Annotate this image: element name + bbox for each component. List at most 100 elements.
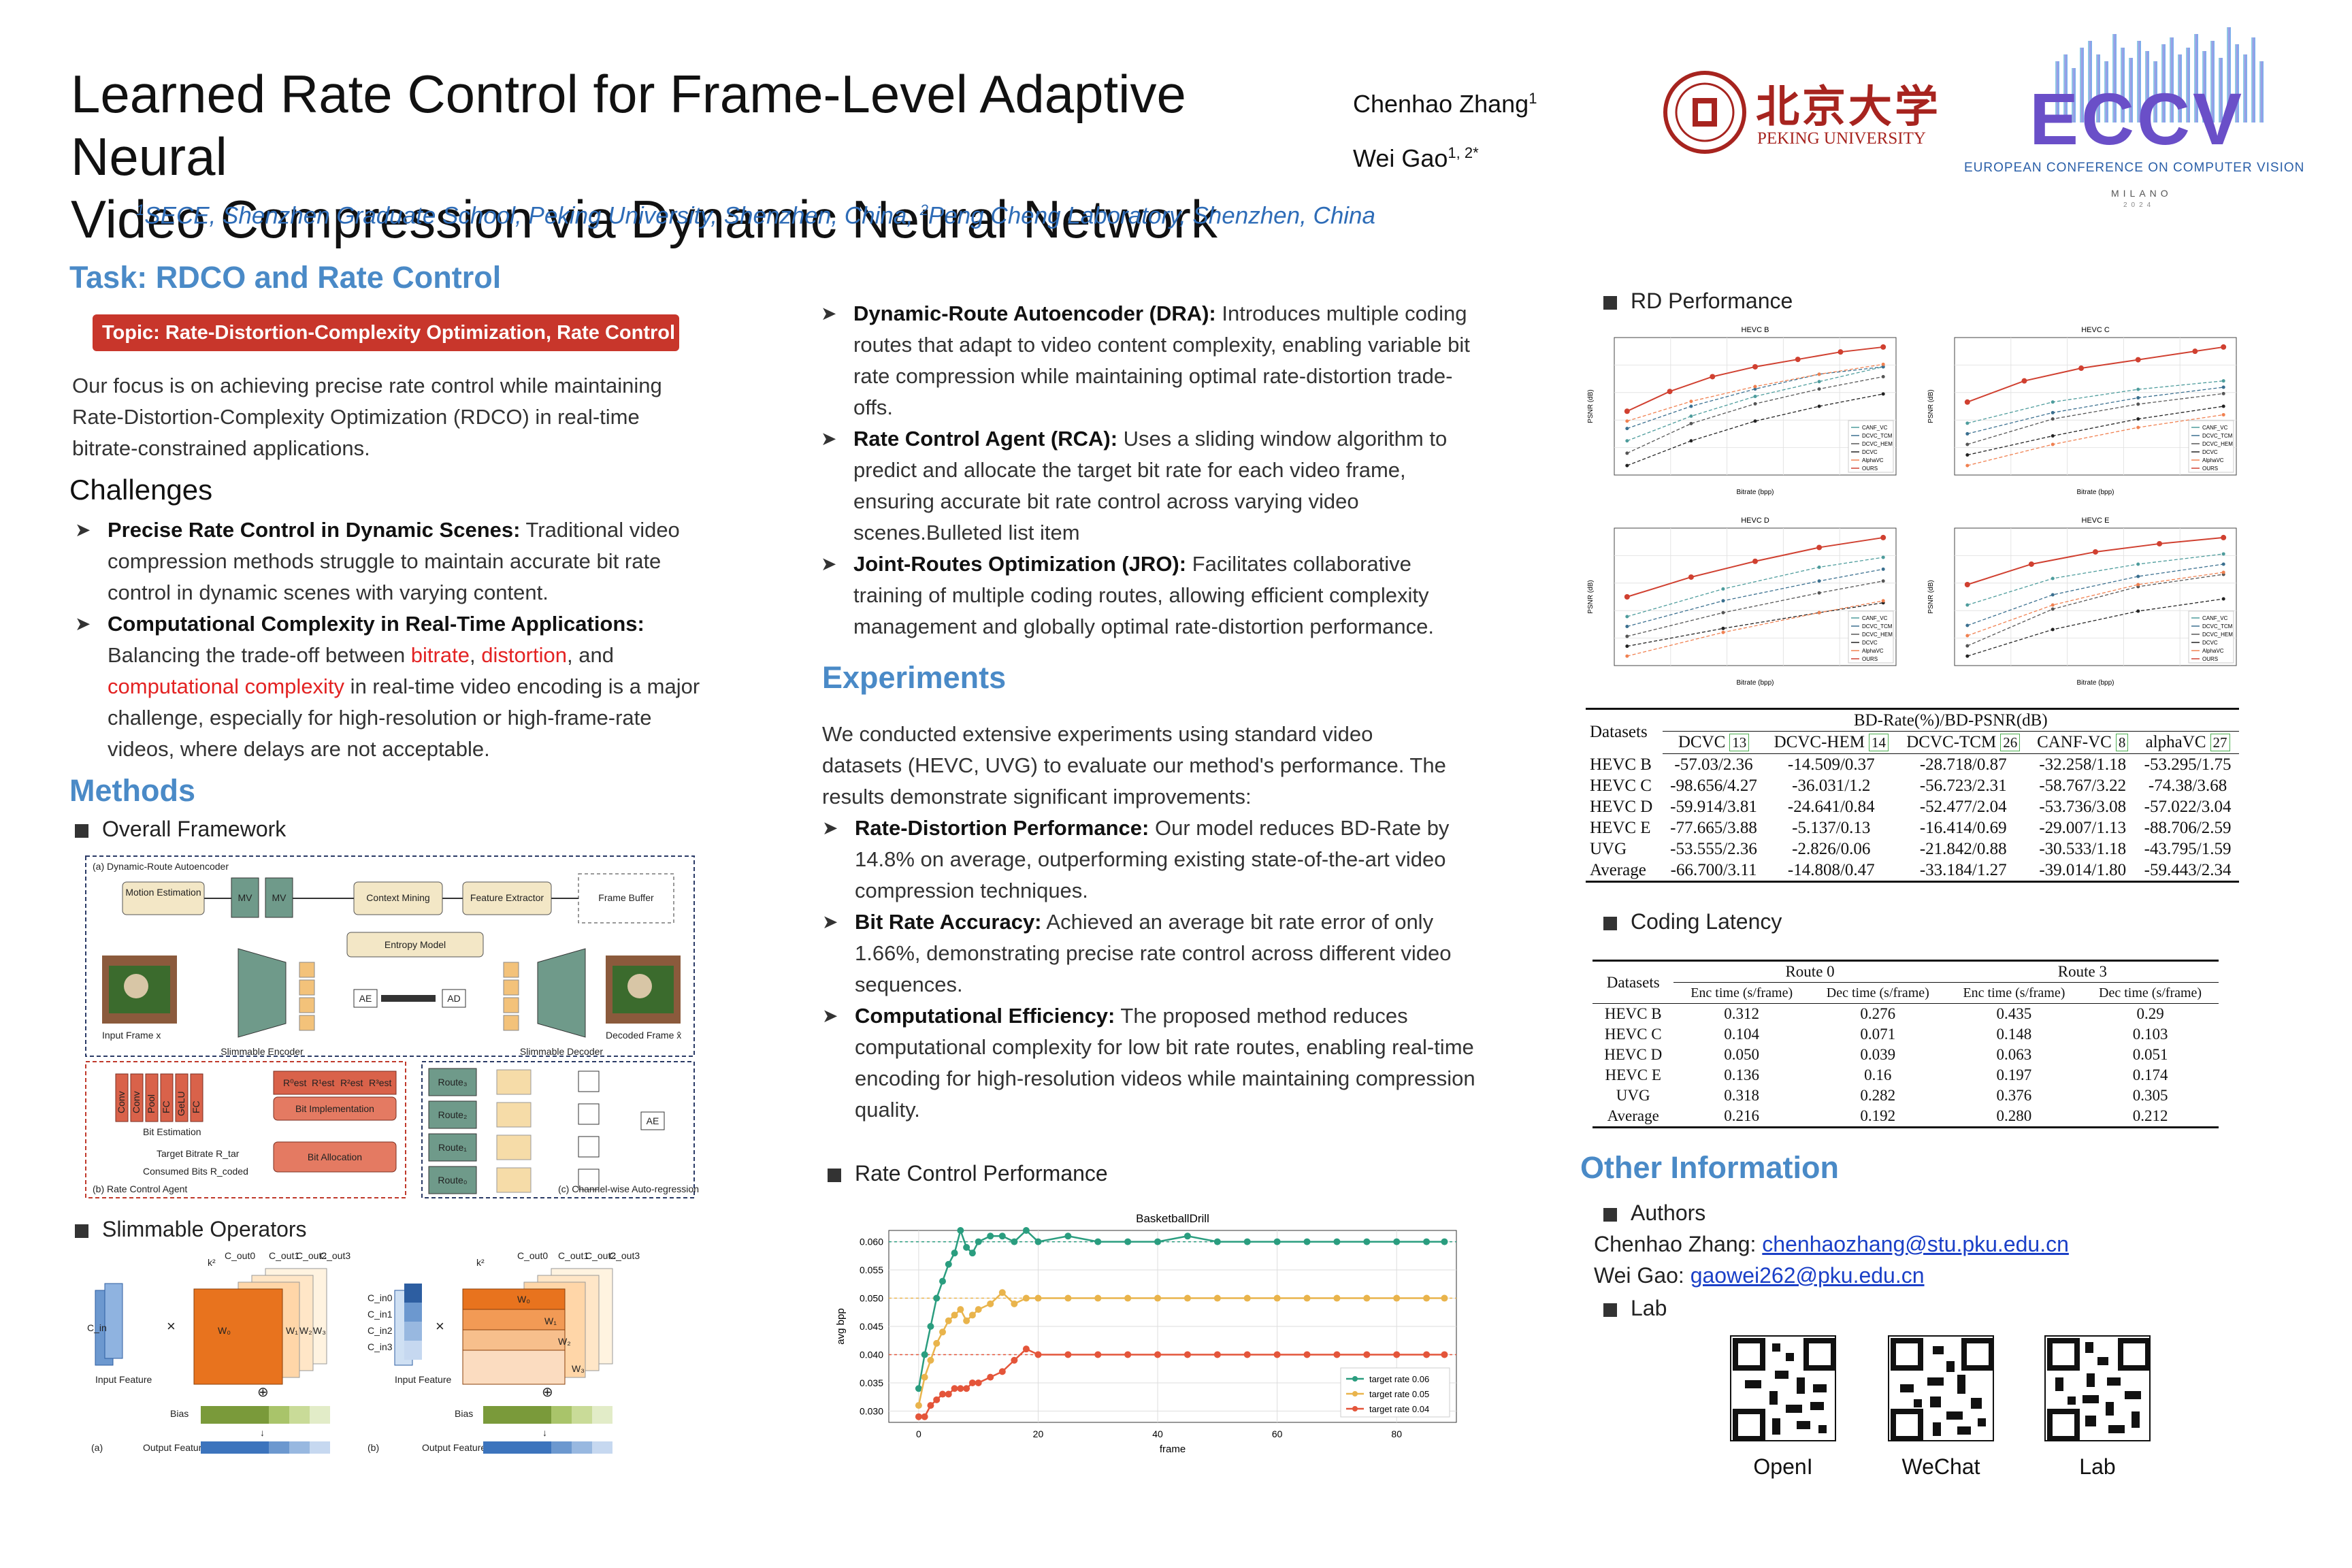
input-frame-label: Input Frame x xyxy=(102,1030,161,1041)
slim-a-cout1: C_out1 xyxy=(269,1250,299,1261)
author-1-email-link[interactable]: chenhaozhang@stu.pku.edu.cn xyxy=(1762,1232,2069,1256)
bd-cell: -2.826/0.06 xyxy=(1792,840,1871,858)
bd-col-ref[interactable]: 26 xyxy=(2000,734,2021,751)
slim-b-input: Input Feature xyxy=(395,1374,451,1385)
rd-data-point xyxy=(1965,654,1970,658)
qr-wechat[interactable]: WeChat xyxy=(1888,1335,2009,1480)
arrow-bullet-icon: ➤ xyxy=(821,553,837,574)
bd-cell: -21.842/0.88 xyxy=(1919,840,2007,858)
caa-title: (c) Channel-wise Auto-regression xyxy=(558,1183,699,1194)
rd-data-point xyxy=(2136,396,2140,400)
rd-data-point xyxy=(2136,583,2140,587)
rd-x-axis-label: Bitrate (bpp) xyxy=(1736,489,1774,496)
rd-data-point xyxy=(1881,365,1885,369)
data-point xyxy=(939,1328,947,1336)
qr-wechat-label: WeChat xyxy=(1901,1454,1980,1479)
rd-data-point xyxy=(2051,603,2055,607)
bd-cell: -53.555/2.36 xyxy=(1670,840,1757,858)
data-point xyxy=(998,1289,1006,1296)
challenge-1-text: Traditional video compression methods st… xyxy=(108,518,680,604)
rd-legend-label: DCVC_HEM xyxy=(2202,632,2233,638)
rd-data-point xyxy=(1625,654,1629,658)
data-point xyxy=(957,1306,964,1313)
slim-a-w0: W₀ xyxy=(218,1325,231,1336)
square-bullet-icon xyxy=(1603,1207,1617,1222)
bd-col-ref[interactable]: 8 xyxy=(2115,734,2129,751)
arrow-bullet-icon: ➤ xyxy=(821,428,837,449)
qr-openi[interactable]: OpenI xyxy=(1730,1335,1851,1480)
data-point xyxy=(957,1385,964,1392)
data-point xyxy=(1243,1294,1251,1302)
rd-series-line xyxy=(1627,568,1884,627)
rd-result-item: ➤Rate-Distortion Performance: Our model … xyxy=(822,813,1475,906)
slim-a-plus: ⊕ xyxy=(257,1385,269,1400)
bd-col-ref[interactable]: 27 xyxy=(2210,734,2230,751)
y-tick-label: 0.040 xyxy=(860,1349,883,1360)
slim-b-arrow: ↓ xyxy=(542,1427,547,1438)
data-point xyxy=(1124,1294,1132,1302)
data-point xyxy=(1183,1232,1191,1240)
rd-legend-label: AlphaVC xyxy=(1862,457,1884,463)
topic-badge: Topic: Rate-Distortion-Complexity Optimi… xyxy=(93,314,679,351)
decoded-frame-label: Decoded Frame x̂ xyxy=(606,1030,681,1041)
table-row: UVG-53.555/2.36-2.826/0.06-21.842/0.88-3… xyxy=(1586,838,2239,860)
legend-label: target rate 0.04 xyxy=(1369,1404,1429,1414)
data-point xyxy=(921,1351,928,1358)
rd-data-point xyxy=(2078,365,2085,372)
arrow-bullet-icon: ➤ xyxy=(75,613,91,634)
lat-dec3-header: Dec time (s/frame) xyxy=(2099,985,2202,1000)
rd-data-point xyxy=(1881,392,1885,396)
bd-datasets-header: Datasets xyxy=(1590,722,1648,741)
rd-legend-label: DCVC_HEM xyxy=(2202,441,2233,447)
x-tick-label: 20 xyxy=(1033,1428,1044,1439)
slim-b-output: Output Feature xyxy=(422,1442,486,1453)
rca-text: Uses a sliding window algorithm to predi… xyxy=(853,427,1448,544)
lat-enc0-header: Enc time (s/frame) xyxy=(1690,985,1793,1000)
rd-data-point xyxy=(1817,372,1821,376)
bd-col-ref[interactable]: 13 xyxy=(1729,734,1750,751)
data-point xyxy=(1441,1238,1448,1245)
rd-legend-label: CANF_VC xyxy=(2202,425,2228,431)
author-1: Chenhao Zhang xyxy=(1353,90,1529,118)
author-2-email-link[interactable]: gaowei262@pku.edu.cn xyxy=(1690,1263,1925,1288)
lat-cell: 0.312 xyxy=(1724,1005,1760,1022)
rd-series-line xyxy=(1967,414,2224,466)
rd-data-point xyxy=(2051,400,2055,404)
lat-cell: 0.174 xyxy=(2132,1066,2168,1083)
slim-a-cout3: C_out3 xyxy=(320,1250,350,1261)
bd-col-ref[interactable]: 14 xyxy=(1868,734,1889,751)
data-point xyxy=(945,1260,952,1268)
data-point xyxy=(968,1379,976,1386)
data-point xyxy=(1441,1351,1448,1358)
rd-y-axis-label: PSNR (dB) xyxy=(1587,580,1595,613)
author-list: Chenhao Zhang1 Wei Gao1, 2* xyxy=(1353,80,1537,177)
slim-b-times: × xyxy=(436,1318,444,1335)
y-axis-label: avg bpp xyxy=(835,1308,847,1344)
qr-lab-label: Lab xyxy=(2079,1454,2116,1479)
qr-lab[interactable]: Lab xyxy=(2044,1335,2166,1480)
challenge-2-sep: , xyxy=(469,643,482,667)
slim-a-input: Input Feature xyxy=(95,1374,152,1385)
slimmable-diagram: C_in Input Feature × W₀ W₁ W₂ W₃ k² C_ou… xyxy=(87,1250,640,1459)
x-tick-label: 60 xyxy=(1272,1428,1283,1439)
bd-cell: -59.443/2.34 xyxy=(2144,861,2232,879)
data-point xyxy=(1333,1294,1341,1302)
rd-data-point xyxy=(1688,574,1694,580)
eccv-city: MILANO xyxy=(2111,188,2172,199)
bitrate-result-title: Bit Rate Accuracy: xyxy=(855,910,1042,934)
entropy-model: Entropy Model xyxy=(385,939,446,950)
qr-code-icon xyxy=(1730,1335,1836,1441)
bd-col-name: CANF-VC xyxy=(2037,733,2112,751)
rd-series-line xyxy=(1627,366,1884,429)
data-point xyxy=(1011,1300,1018,1307)
rd-data-point xyxy=(1965,623,1970,627)
task-heading: Task: RDCO and Rate Control xyxy=(69,260,502,295)
square-bullet-icon xyxy=(1603,1303,1617,1317)
motion-estimation: Motion Estimation xyxy=(125,887,201,898)
rd-data-point xyxy=(1881,374,1885,378)
bd-cell: -58.767/3.22 xyxy=(2039,777,2127,795)
rd-result-title: Rate-Distortion Performance: xyxy=(855,816,1149,840)
